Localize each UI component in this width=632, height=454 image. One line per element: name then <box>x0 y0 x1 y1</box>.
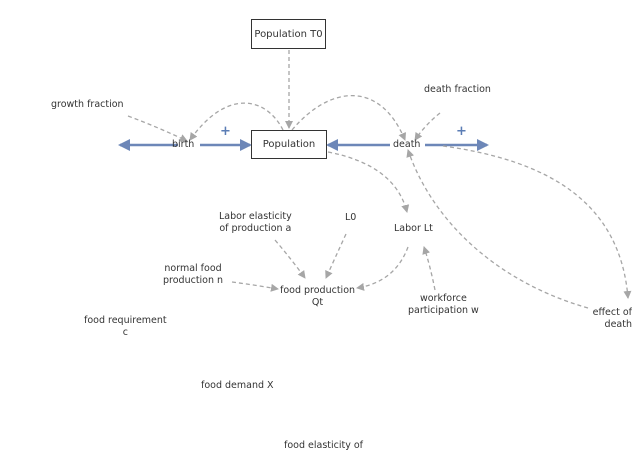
population-t0-box[interactable]: Population T0 <box>251 19 326 49</box>
link-workforce-labor[interactable] <box>422 246 436 291</box>
link-death-effect[interactable] <box>442 145 632 299</box>
workforce-participation-label[interactable]: workforce participation w <box>408 293 479 316</box>
link-population-labor[interactable] <box>327 151 410 213</box>
normal-food-production-label[interactable]: normal food production n <box>163 263 224 286</box>
death-polarity: + <box>456 124 467 139</box>
food-production-label[interactable]: food production Qt <box>280 285 356 308</box>
link-deathfraction-death[interactable] <box>414 112 441 141</box>
link-normalfood-food[interactable] <box>231 281 279 292</box>
death-fraction-label[interactable]: death fraction <box>424 84 491 95</box>
birth-flow-label[interactable]: birth <box>172 139 195 150</box>
link-effect-death[interactable] <box>406 149 589 309</box>
link-laborelasticity-food[interactable] <box>274 239 306 279</box>
effect-of-death-label[interactable]: effect of death <box>592 307 632 330</box>
link-l0-food[interactable] <box>325 233 347 279</box>
link-population-birth[interactable] <box>189 102 284 141</box>
birth-polarity: + <box>220 124 231 139</box>
labor-elasticity-label[interactable]: Labor elasticity of production a <box>219 211 292 234</box>
l0-label[interactable]: L0 <box>345 212 357 223</box>
food-demand-label[interactable]: food demand X <box>201 380 274 391</box>
food-requirement-label[interactable]: food requirement c <box>84 315 167 338</box>
labor-lt-label[interactable]: Labor Lt <box>394 223 433 234</box>
food-elasticity-label[interactable]: food elasticity of <box>284 440 364 451</box>
link-population-death[interactable] <box>291 94 406 141</box>
death-flow-label[interactable]: death <box>393 139 421 150</box>
population-box[interactable]: Population <box>251 130 327 159</box>
link-labor-food[interactable] <box>356 246 409 291</box>
link-growth-birth[interactable] <box>127 115 188 142</box>
growth-fraction-label[interactable]: growth fraction <box>51 99 124 110</box>
